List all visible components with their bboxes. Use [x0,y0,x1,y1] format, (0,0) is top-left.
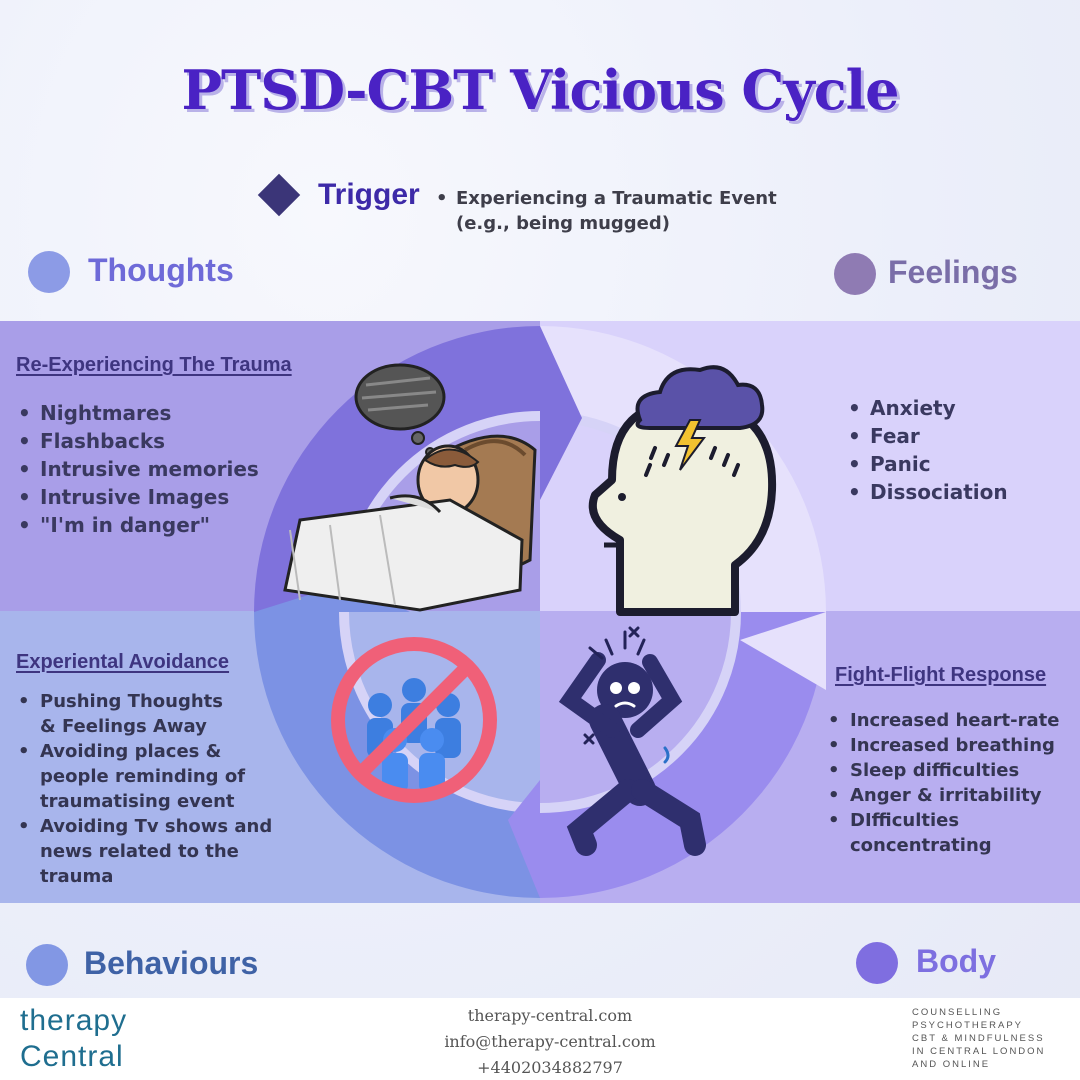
list-item: Flashbacks [16,427,259,455]
thoughts-dot [28,251,70,293]
body-list: Increased heart-rate Increased breathing… [826,708,1059,858]
list-item: Avoiding places & people reminding of tr… [16,739,272,814]
behaviours-list: Pushing Thoughts & Feelings Away Avoidin… [16,689,272,889]
stressed-person-icon [558,626,706,856]
phone-number: +4402034882797 [477,1058,623,1077]
arrow-feelings-to-body [740,612,826,690]
logo-line-2: Central [20,1040,124,1073]
list-item: Nightmares [16,399,259,427]
trigger-line-1: Experiencing a Traumatic Event [456,188,777,209]
email-link[interactable]: info@therapy-central.com [444,1032,656,1051]
tagline-line: PSYCHOTHERAPY [912,1020,1023,1031]
list-item-line: news related to the [40,841,239,862]
feelings-label: Feelings [888,254,1018,290]
tagline-line: IN CENTRAL LONDON [912,1046,1046,1057]
bed-nightmare-icon [283,363,537,612]
body-heading: Fight-Flight Response [835,664,1047,686]
arrow-thoughts-to-feelings [540,326,582,500]
list-item: Anger & irritability [826,783,1059,808]
list-item: Intrusive memories [16,455,259,483]
list-item: Sleep difficulties [826,758,1059,783]
list-item: Dissociation [846,478,1008,506]
trigger-line-2: (e.g., being mugged) [456,213,670,234]
list-item: Anxiety [846,394,1008,422]
no-people-icon [331,637,497,803]
trigger-description: •Experiencing a Traumatic Event (e.g., b… [436,188,777,234]
footer [0,998,1080,1080]
list-item: Avoiding Tv shows and news related to th… [16,814,272,889]
list-item: Increased breathing [826,733,1059,758]
list-item: Intrusive Images [16,483,259,511]
list-item: Panic [846,450,1008,478]
feelings-dot [834,253,876,295]
list-item-line: people reminding of [40,766,246,787]
thoughts-list: Nightmares Flashbacks Intrusive memories… [16,399,259,539]
list-item: DIfficulties concentrating [826,808,1059,858]
tagline: COUNSELLING PSYCHOTHERAPY CBT & MINDFULN… [912,1006,1045,1071]
logo-line-1: therapy [20,1004,128,1037]
behaviours-heading: Experiental Avoidance [16,651,230,673]
tagline-line: AND ONLINE [912,1059,991,1070]
body-dot [856,942,898,984]
list-item-line: Avoiding Tv shows and [40,816,273,837]
list-item: Increased heart-rate [826,708,1059,733]
tagline-line: CBT & MINDFULNESS [912,1033,1045,1044]
thoughts-heading: Re-Experiencing The Trauma [16,354,292,376]
list-item-line: & Feelings Away [40,716,207,737]
list-item-line: traumatising event [40,791,235,812]
arrow-body-to-behaviours [508,780,540,898]
list-item-line: DIfficulties [850,810,960,831]
trigger-label: Trigger [318,178,420,211]
feelings-list: Anxiety Fear Panic Dissociation [846,394,1008,506]
list-item-line: Avoiding places & [40,741,222,762]
list-item: Fear [846,422,1008,450]
list-item: Pushing Thoughts & Feelings Away [16,689,272,739]
ring-segment-body [540,612,826,898]
thoughts-label: Thoughts [88,252,234,288]
list-item-line: Pushing Thoughts [40,691,223,712]
list-item-line: trauma [40,866,114,887]
body-label: Body [916,943,996,979]
behaviours-label: Behaviours [84,945,259,981]
page-title: PTSD-CBT Vicious Cycle [181,58,899,122]
list-item-line: concentrating [850,835,992,856]
behaviours-dot [26,944,68,986]
website-link[interactable]: therapy-central.com [467,1006,633,1025]
thunder-head-icon [588,365,777,616]
list-item: "I'm in danger" [16,511,259,539]
tagline-line: COUNSELLING [912,1007,1003,1018]
